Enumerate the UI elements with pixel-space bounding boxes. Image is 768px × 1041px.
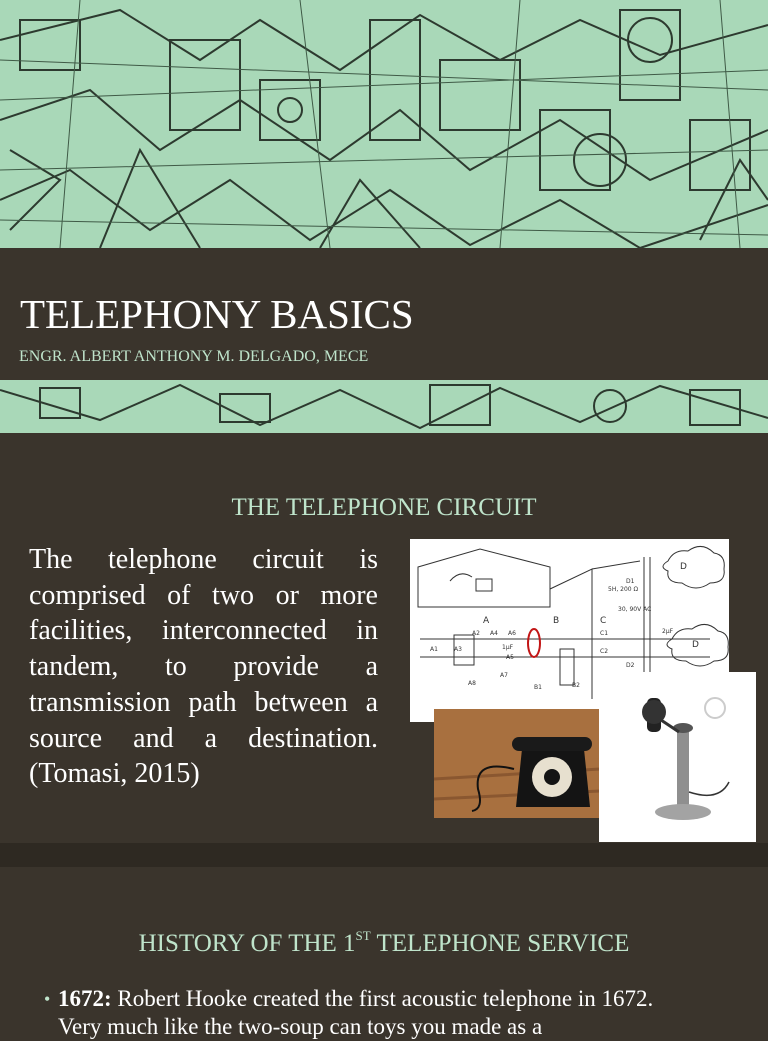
diagram-label-c: C [600,616,606,626]
rotary-phone-illustration [433,709,601,818]
diagram-label-d-top: D [680,562,687,572]
bullet-text: Robert Hooke created the first acoustic … [58,986,654,1039]
history-slide: HISTORY OF THE 1ST TELEPHONE SERVICE • 16… [0,867,768,1039]
diagram-label-b2: B2 [572,682,580,689]
circuit-definition-text: The telephone circuit is comprised of tw… [29,544,378,790]
city-sketch-art-strip [0,380,768,433]
diagram-label-a1: A1 [430,646,438,653]
telephone-circuit-slide: THE TELEPHONE CIRCUIT The telephone circ… [0,433,768,843]
diagram-label-a3: A3 [454,646,462,653]
bullet-year: 1672: [58,986,112,1011]
diagram-label-a: A [483,616,490,626]
diagram-label-c2: C2 [600,648,608,655]
divider-art-band [0,380,768,433]
history-heading-pre: HISTORY OF THE 1 [138,930,356,957]
list-item: • 1672: Robert Hooke created the first ac… [44,985,698,1041]
diagram-label-b: B [553,616,559,626]
diagram-label-voltage: 30, 90V AC [618,606,651,613]
slide-separator [0,843,768,867]
diagram-label-d2: D2 [626,662,635,669]
candlestick-phone-illustration [599,672,756,842]
diagram-label-c1: C1 [600,630,608,637]
diagram-label-b1: B1 [534,684,542,691]
diagram-label-cap-2uf: 2μF [662,628,674,635]
diagram-label-cap-1uf: 1μF [502,644,514,651]
deck-title: TELEPHONY BASICS [20,291,414,337]
circuit-schematic: A B C D D A1 A2 A3 A4 A5 A6 A7 A8 B1 B2 … [417,546,729,699]
diagram-label-a2: A2 [472,630,480,637]
diagram-label-a4: A4 [490,630,498,637]
candlestick-phone-photo [599,672,756,842]
history-heading-superscript: ST [355,928,371,943]
history-heading: HISTORY OF THE 1ST TELEPHONE SERVICE [0,928,768,958]
author-line: ENGR. ALBERT ANTHONY M. DELGADO, MECE [19,348,369,365]
header-art-band [0,0,768,250]
diagram-label-a5: A5 [506,654,514,661]
history-bullet-list: • 1672: Robert Hooke created the first ac… [44,985,698,1041]
section-heading: THE TELEPHONE CIRCUIT [231,494,537,521]
diagram-label-d1: D1 [626,578,635,585]
diagram-label-a7: A7 [500,672,508,679]
history-heading-post: TELEPHONE SERVICE [370,930,630,957]
bullet-marker: • [44,989,51,1009]
city-sketch-art [0,0,768,250]
diagram-label-a6: A6 [508,630,516,637]
rotary-phone-photo [433,709,601,818]
diagram-label-inductor: 5H, 200 Ω [608,586,639,593]
diagram-label-a8: A8 [468,680,476,687]
diagram-label-d-bottom: D [692,640,699,650]
title-slide: TELEPHONY BASICS ENGR. ALBERT ANTHONY M.… [0,248,768,380]
